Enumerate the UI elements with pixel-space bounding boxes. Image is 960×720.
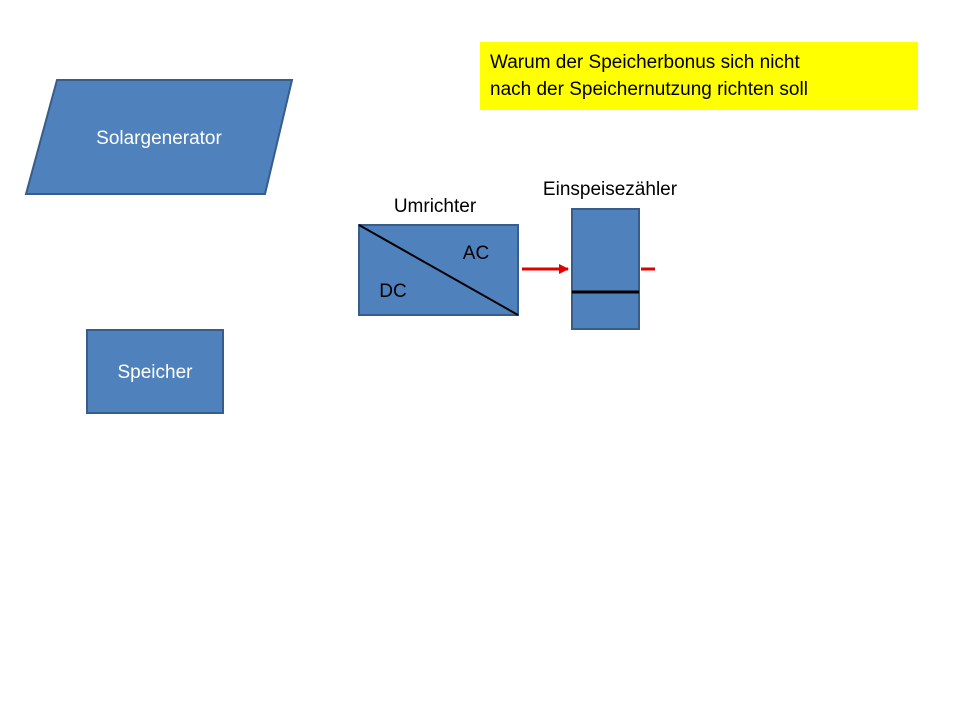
umrichter-node: Umrichter AC DC bbox=[358, 196, 519, 316]
umrichter-ac-label: AC bbox=[463, 243, 489, 264]
speicher-node: Speicher bbox=[86, 329, 224, 414]
einspeisezaehler-label: Einspeisezähler bbox=[543, 179, 678, 200]
title-note-line-1: Warum der Speicherbonus sich nicht bbox=[490, 52, 800, 73]
title-note-line-2: nach der Speichernutzung richten soll bbox=[490, 79, 808, 100]
speicher-label: Speicher bbox=[118, 362, 194, 383]
solargenerator-node: Solargenerator bbox=[24, 79, 294, 195]
umrichter-label: Umrichter bbox=[394, 196, 477, 217]
umrichter-divider bbox=[358, 224, 519, 316]
solargenerator-label: Solargenerator bbox=[96, 128, 222, 149]
einspeisezaehler-shape bbox=[571, 208, 640, 330]
speicher-shape bbox=[86, 329, 224, 414]
einspeisezaehler-node: Einspeisezähler bbox=[543, 179, 678, 330]
umrichter-dc-label: DC bbox=[379, 281, 406, 302]
title-note: Warum der Speicherbonus sich nicht nach … bbox=[480, 42, 918, 110]
solargenerator-shape bbox=[24, 79, 294, 195]
